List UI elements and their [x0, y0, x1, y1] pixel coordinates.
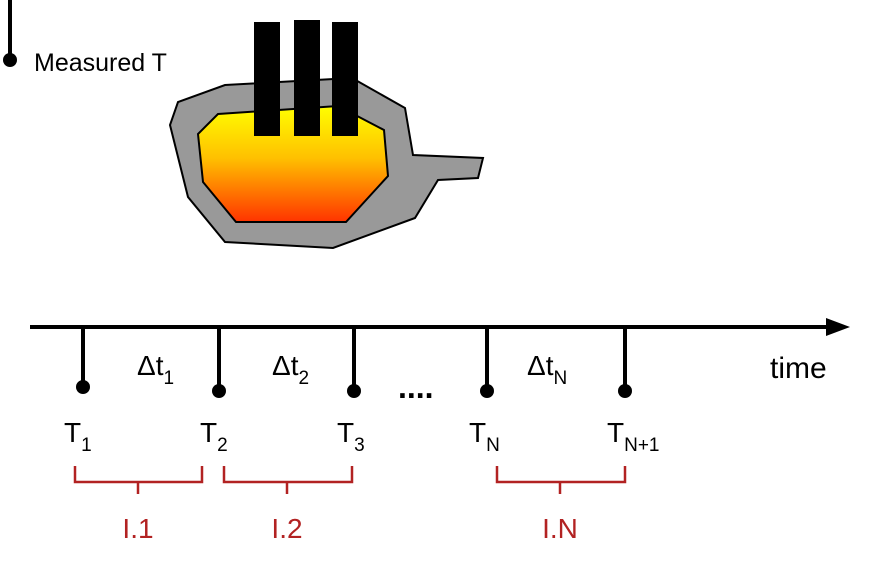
time-axis: time	[30, 318, 850, 385]
electrode-1	[254, 22, 280, 136]
time-axis-arrowhead	[826, 318, 850, 336]
time-axis-label: time	[770, 352, 827, 385]
measurement-dot-2	[212, 384, 226, 398]
interval-brace-n	[495, 466, 627, 494]
molten-bath	[196, 104, 390, 223]
legend-marker-dot	[3, 53, 17, 67]
interval-label-2: I.2	[271, 513, 302, 544]
interval-label-1: I.1	[122, 513, 153, 544]
temperature-label-n: TN	[469, 417, 500, 456]
legend: Measured T	[3, 0, 167, 77]
interval-brace-1	[73, 466, 204, 494]
temperature-label-n1: TN+1	[607, 417, 660, 456]
measurement-dot-n1	[618, 384, 632, 398]
temperature-label-2: T2	[200, 417, 228, 456]
electrode-2	[294, 20, 320, 136]
measurement-dot-n	[480, 384, 494, 398]
temperature-label-1: T1	[64, 417, 92, 456]
delta-t-label-n: ΔtN	[527, 350, 567, 389]
interval-braces	[73, 466, 627, 494]
temperature-label-3: T3	[337, 417, 365, 456]
interval-labels: I.1 I.2 I.N	[122, 513, 577, 544]
temperature-labels: T1 T2 T3 TN TN+1	[64, 417, 660, 456]
interval-brace-2	[222, 466, 354, 494]
delta-t-label-2: Δt2	[272, 350, 309, 389]
furnace-icon	[168, 20, 485, 250]
measurement-dot-1	[76, 380, 90, 394]
interval-label-n: I.N	[542, 513, 578, 544]
delta-t-labels: Δt1 Δt2 ΔtN	[137, 350, 567, 389]
delta-t-label-1: Δt1	[137, 350, 174, 389]
ellipsis: ....	[398, 369, 434, 405]
measurement-markers	[76, 327, 632, 398]
measurement-dot-3	[347, 384, 361, 398]
legend-measured-label: Measured T	[34, 49, 167, 77]
electrode-3	[332, 22, 358, 136]
